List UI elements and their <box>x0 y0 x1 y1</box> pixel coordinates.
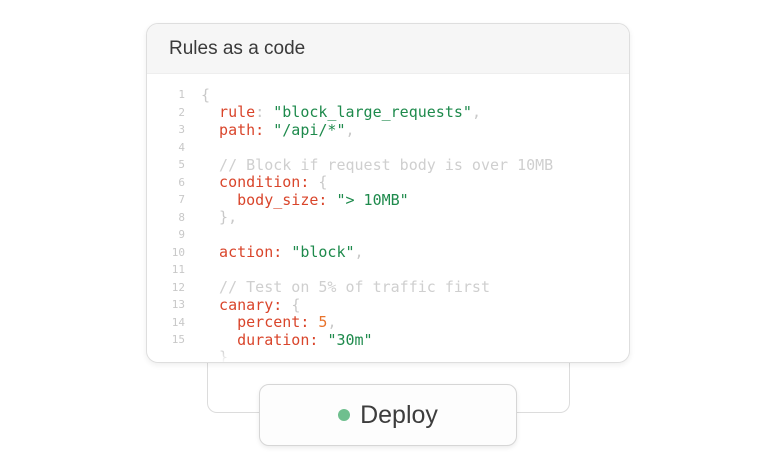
code-line: 13 canary: { <box>147 296 629 314</box>
code-token: condition: <box>201 173 319 192</box>
line-number: 2 <box>178 105 185 119</box>
line-code: body_size: "> 10MB" <box>185 191 409 209</box>
code-token: { <box>318 173 328 192</box>
code-token: "30m" <box>327 330 373 349</box>
line-code: // Block if request body is over 10MB <box>185 156 553 174</box>
code-token: , <box>471 103 481 122</box>
line-code: }, <box>185 208 237 226</box>
code-line: 4 <box>147 139 629 157</box>
line-number: 15 <box>171 333 185 347</box>
code-token: path: <box>201 120 274 139</box>
line-number: 5 <box>178 158 185 172</box>
code-line: 2 rule: "block_large_requests", <box>147 103 629 121</box>
line-code: { <box>185 86 210 104</box>
code-fade <box>147 348 629 362</box>
code-line: 12 // Test on 5% of traffic first <box>147 278 629 296</box>
code-token: { <box>201 85 211 104</box>
deploy-label: Deploy <box>360 400 438 429</box>
code-token: "block_large_requests" <box>273 103 472 122</box>
line-number: 7 <box>178 193 185 207</box>
code-line: 11 <box>147 261 629 279</box>
line-number: 10 <box>171 245 185 259</box>
line-number: 4 <box>178 140 185 154</box>
line-number: 8 <box>178 210 185 224</box>
code-token: "> 10MB" <box>336 190 409 209</box>
code-token: canary: <box>201 295 292 314</box>
code-line: 7 body_size: "> 10MB" <box>147 191 629 209</box>
code-token: action: <box>201 243 292 262</box>
status-dot-icon <box>338 409 351 421</box>
card-header: Rules as a code <box>147 24 629 74</box>
line-number: 11 <box>171 263 185 277</box>
line-number: 9 <box>178 228 185 242</box>
line-number: 1 <box>178 88 185 102</box>
line-number: 12 <box>171 280 185 294</box>
code-line: 1{ <box>147 86 629 104</box>
line-code: // Test on 5% of traffic first <box>185 278 490 296</box>
code-token: , <box>354 243 364 262</box>
line-code: rule: "block_large_requests", <box>185 103 481 121</box>
line-code: percent: 5, <box>185 313 336 331</box>
code-token: }, <box>201 208 238 227</box>
code-token: "/api/*" <box>273 120 346 139</box>
code-line: 9 <box>147 226 629 244</box>
code-token: "block" <box>291 243 355 262</box>
line-number: 14 <box>171 315 185 329</box>
code-line: 10 action: "block", <box>147 243 629 261</box>
code-token: rule <box>201 103 256 122</box>
code-token: , <box>327 313 337 332</box>
rules-code-card: Rules as a code 1{2 rule: "block_large_r… <box>146 23 630 363</box>
card-title: Rules as a code <box>169 37 306 59</box>
code-token: duration: <box>201 330 328 349</box>
code-token: // Block if request body is over 10MB <box>201 155 554 174</box>
code-token: , <box>345 120 355 139</box>
line-code: action: "block", <box>185 243 364 261</box>
deploy-button[interactable]: Deploy <box>259 384 517 446</box>
line-code: condition: { <box>185 173 327 191</box>
code-token: body_size: <box>201 190 337 209</box>
code-editor[interactable]: 1{2 rule: "block_large_requests",3 path:… <box>147 74 629 362</box>
line-number: 6 <box>178 175 185 189</box>
code-line: 3 path: "/api/*", <box>147 121 629 139</box>
line-code: path: "/api/*", <box>185 120 355 139</box>
code-token: 5 <box>318 313 328 332</box>
code-line: 6 condition: { <box>147 173 629 191</box>
code-token: : <box>255 103 274 122</box>
code-token: // Test on 5% of traffic first <box>201 278 490 297</box>
code-line: 14 percent: 5, <box>147 313 629 331</box>
code-token: { <box>291 295 301 314</box>
code-line: 5 // Block if request body is over 10MB <box>147 156 629 174</box>
code-token: percent: <box>201 313 319 332</box>
line-code: duration: "30m" <box>185 330 373 349</box>
code-line: 8 }, <box>147 208 629 226</box>
line-number: 13 <box>171 298 185 312</box>
line-code: canary: { <box>185 296 300 314</box>
code-line: 15 duration: "30m" <box>147 331 629 349</box>
line-number: 3 <box>178 123 185 137</box>
